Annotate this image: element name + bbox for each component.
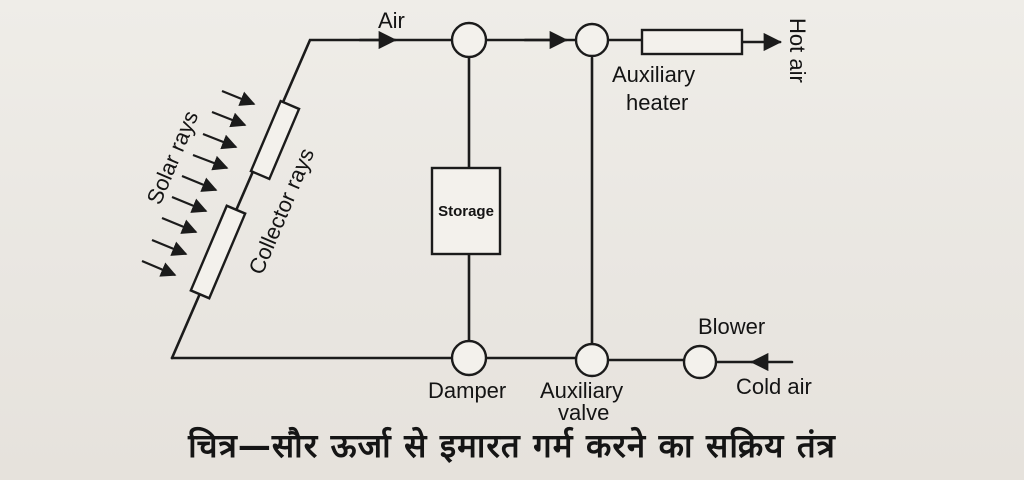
auxiliary-valve-label-line2: valve: [558, 400, 609, 425]
blower-label: Blower: [698, 314, 765, 339]
air-label: Air: [378, 8, 405, 33]
top-junction-left: [450, 21, 488, 59]
top-junction-right: [574, 22, 610, 58]
auxiliary-heater: [640, 28, 744, 56]
hot-air-label: Hot air: [785, 18, 810, 83]
solar-rays-label: Solar rays: [142, 107, 204, 208]
collector-inlet-pipe: [170, 38, 454, 360]
auxiliary-valve: [574, 342, 610, 378]
damper-label: Damper: [428, 378, 506, 403]
solar-rays-arrows: [141, 89, 256, 277]
auxiliary-valve-label-line1: Auxiliary: [540, 378, 623, 403]
collector-panel-upper: [249, 99, 301, 181]
figure-caption: चित्र—सौर ऊर्जा से इमारत गर्म करने का सक…: [188, 426, 836, 465]
collector-panel-lower: [189, 204, 247, 300]
storage-tank: [430, 166, 502, 256]
blower: [682, 344, 718, 380]
auxiliary-heater-label-line2: heater: [626, 90, 688, 115]
storage-label: Storage: [438, 203, 494, 220]
damper-valve: [450, 339, 488, 377]
cold-air-label: Cold air: [736, 374, 812, 399]
auxiliary-heater-label-line1: Auxiliary: [612, 62, 695, 87]
